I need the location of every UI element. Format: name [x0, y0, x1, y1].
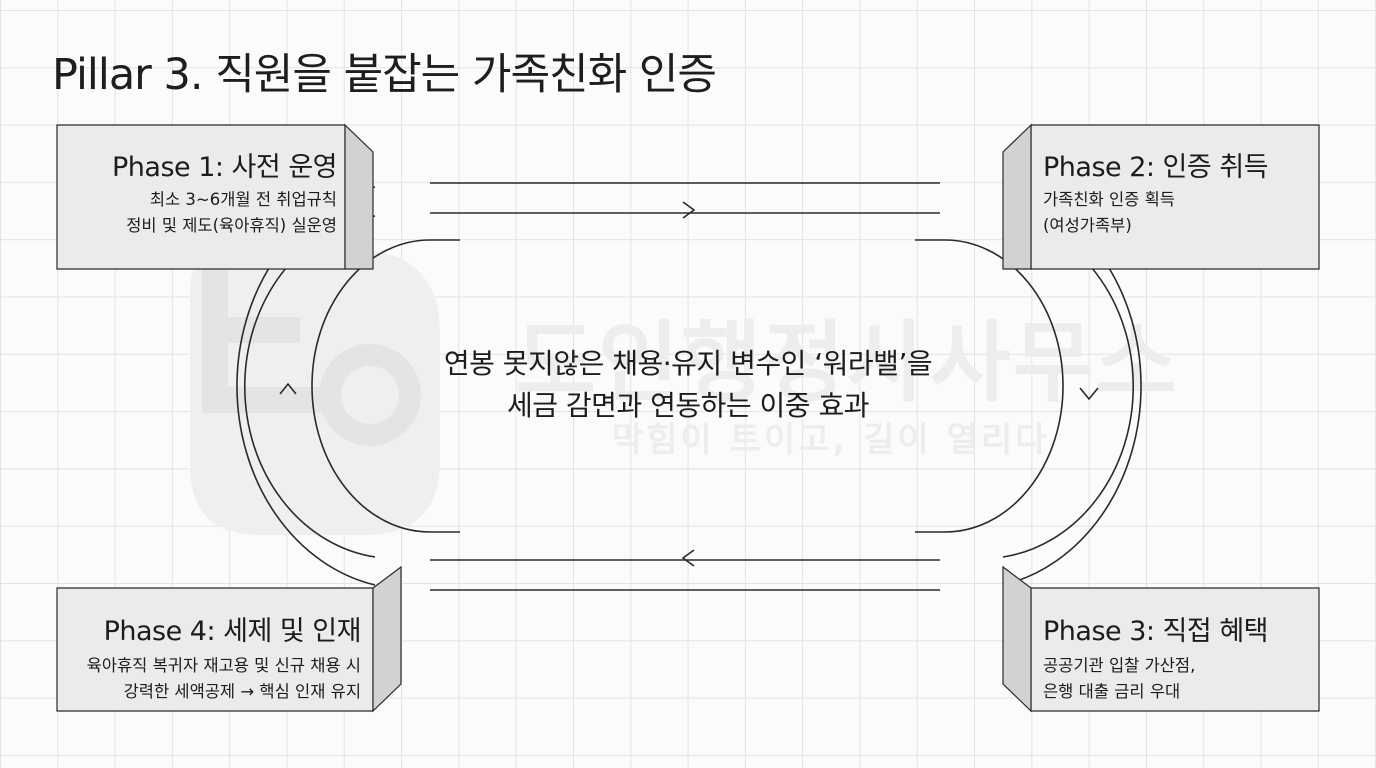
phase-1-title: Phase 1: 사전 운영: [112, 152, 338, 183]
phase-1-desc-line2: 정비 및 제도(육아휴직) 실운영: [126, 216, 337, 235]
phase-2-box: Phase 2: 인증 취득 가족친화 인증 획득 (여성가족부): [1002, 123, 1320, 270]
center-message-line2: 세금 감면과 연동하는 이중 효과: [507, 389, 869, 422]
phase-4-box-shape: [56, 565, 402, 713]
phase-2-desc-line2: (여성가족부): [1043, 216, 1132, 235]
inner-track-right: [915, 239, 1064, 533]
center-message-line1: 연봉 못지않은 채용·유지 변수인 ‘워라밸’을: [443, 347, 933, 380]
phase-4-desc-line1: 육아휴직 복귀자 재고용 및 신규 채용 시: [86, 656, 361, 675]
center-message: 연봉 못지않은 채용·유지 변수인 ‘워라밸’을 세금 감면과 연동하는 이중 …: [370, 343, 1006, 427]
phase-2-desc-line1: 가족친화 인증 획득: [1043, 190, 1175, 209]
phase-3-desc-line1: 공공기관 입찰 가산점,: [1043, 656, 1196, 675]
phase-2-title: Phase 2: 인증 취득: [1043, 152, 1269, 183]
phase-3-desc-line2: 은행 대출 금리 우대: [1043, 682, 1181, 701]
phase-3-box: Phase 3: 직접 혜택 공공기관 입찰 가산점, 은행 대출 금리 우대: [1002, 565, 1320, 713]
inner-track-left: [311, 239, 460, 533]
page-title: Pillar 3. 직원을 붙잡는 가족친화 인증: [52, 50, 717, 100]
phase-4-title: Phase 4: 세제 및 인재: [103, 616, 362, 647]
phase-2-box-shape: [1002, 123, 1320, 270]
phase-3-title: Phase 3: 직접 혜택: [1043, 616, 1269, 647]
arrow-down-icon: [1079, 387, 1099, 401]
arrow-left-icon: [681, 549, 695, 567]
phase-1-desc-line1: 최소 3~6개월 전 취업규칙: [149, 190, 337, 209]
phase-1-box: Phase 1: 사전 운영 최소 3~6개월 전 취업규칙 정비 및 제도(육…: [56, 123, 374, 270]
arrow-right-icon: [682, 201, 696, 219]
phase-3-box-shape: [1002, 565, 1320, 713]
phase-4-box: Phase 4: 세제 및 인재 육아휴직 복귀자 재고용 및 신규 채용 시 …: [56, 565, 402, 713]
phase-1-box-shape: [56, 123, 374, 270]
phase-4-desc-line2: 강력한 세액공제 → 핵심 인재 유지: [123, 682, 361, 701]
arrow-up-icon: [279, 382, 297, 395]
